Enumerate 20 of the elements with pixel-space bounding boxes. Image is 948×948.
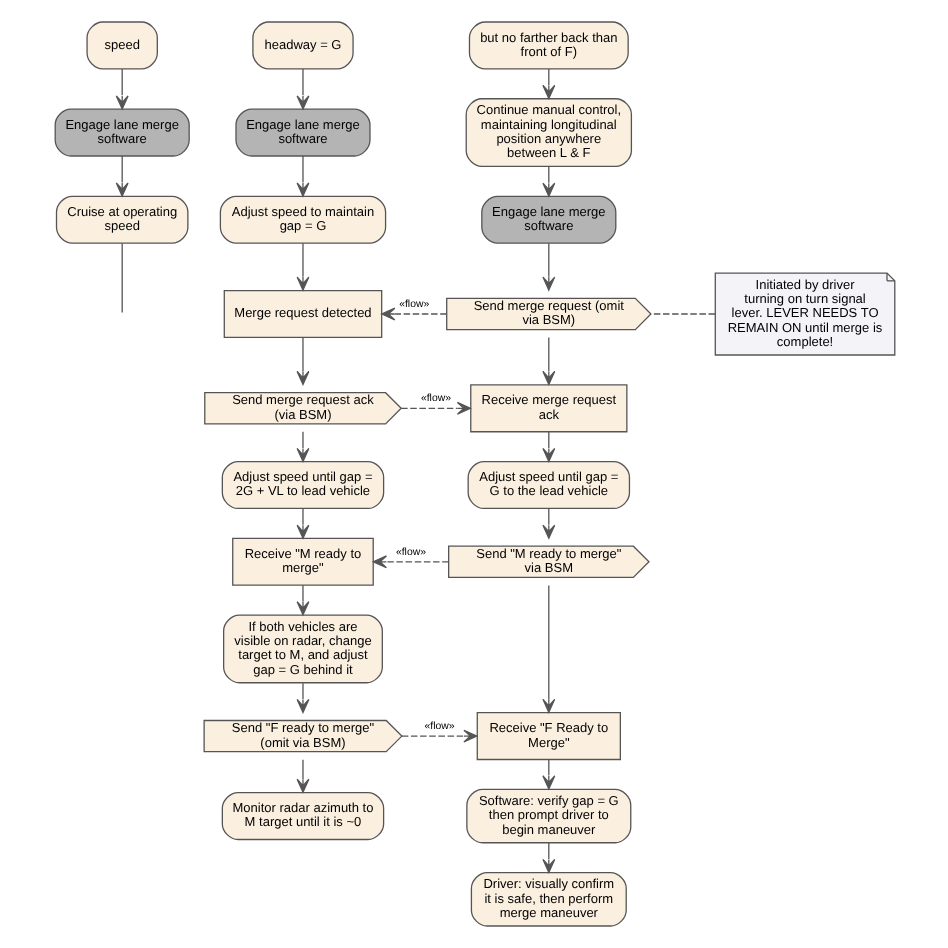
arrow (541, 336, 555, 386)
connector (649, 313, 715, 315)
arrow (295, 68, 309, 110)
arrow (399, 401, 471, 415)
arrow (380, 307, 447, 321)
arrow (400, 729, 477, 743)
connector (120, 242, 122, 314)
arrow (114, 155, 128, 197)
arrow (295, 336, 309, 386)
arrow (295, 155, 309, 197)
arrow (371, 555, 449, 569)
arrow (295, 759, 309, 793)
arrow (295, 242, 309, 291)
arrow (295, 431, 309, 463)
arrow (295, 682, 309, 714)
arrow (295, 584, 309, 616)
arrow (295, 507, 309, 539)
arrow (541, 584, 555, 713)
arrow (541, 242, 555, 291)
arrow (114, 68, 128, 110)
